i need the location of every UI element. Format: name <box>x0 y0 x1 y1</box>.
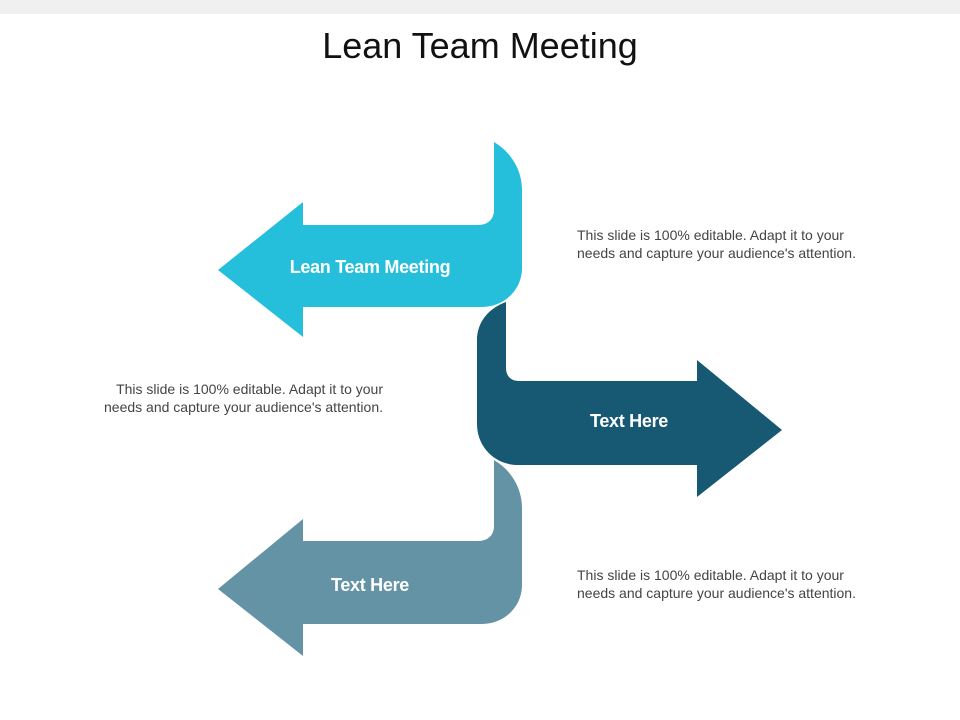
description-3-line1: This slide is 100% editable. Adapt it to… <box>577 567 844 583</box>
description-2-line2: needs and capture your audience's attent… <box>104 399 383 415</box>
description-3-line2: needs and capture your audience's attent… <box>577 585 856 601</box>
description-3: This slide is 100% editable. Adapt it to… <box>577 566 856 602</box>
top-strip <box>0 0 960 14</box>
arrow-1-shape <box>218 142 522 337</box>
description-1-line1: This slide is 100% editable. Adapt it to… <box>577 227 844 243</box>
arrow-2-label: Text Here <box>589 411 668 431</box>
description-2-line1: This slide is 100% editable. Adapt it to… <box>116 381 383 397</box>
arrow-2-shape <box>477 302 782 497</box>
description-2: This slide is 100% editable. Adapt it to… <box>60 380 383 416</box>
description-1-line2: needs and capture your audience's attent… <box>577 245 856 261</box>
description-1: This slide is 100% editable. Adapt it to… <box>577 226 856 262</box>
arrow-1-label: Lean Team Meeting <box>289 257 451 277</box>
arrow-3-label: Text Here <box>330 575 409 595</box>
slide-title: Lean Team Meeting <box>322 25 638 66</box>
arrow-3-shape <box>218 460 522 656</box>
